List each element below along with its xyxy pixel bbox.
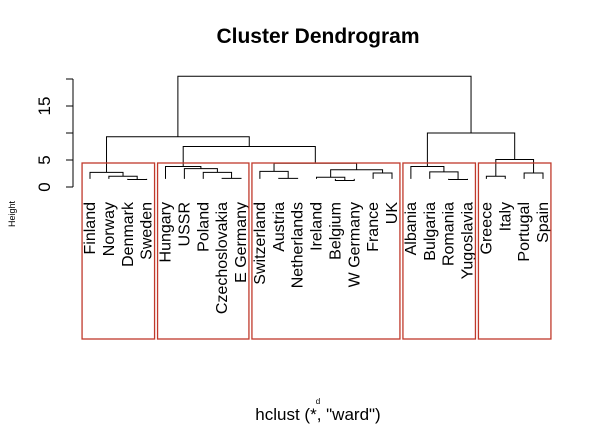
dendrogram-branch xyxy=(426,132,516,167)
y-axis-label: Height xyxy=(7,200,17,227)
leaf-label: Belgium xyxy=(327,202,344,260)
leaf-label: W Germany xyxy=(346,202,363,287)
dendrogram-branch xyxy=(330,169,384,178)
dendrogram-branch xyxy=(89,171,124,179)
leaf-label: Austria xyxy=(271,202,288,252)
leaf-label: Bulgaria xyxy=(422,202,439,261)
leaf-label: Czechoslovakia xyxy=(214,202,231,314)
dendrogram-branch xyxy=(410,165,445,179)
cluster-box xyxy=(251,162,401,340)
cluster-box xyxy=(402,162,477,340)
dendrogram-branch xyxy=(523,172,544,179)
cluster-boxes xyxy=(81,162,552,340)
dendrogram-branch xyxy=(372,172,393,179)
leaf-label: Hungary xyxy=(158,202,175,262)
leaf-label: Poland xyxy=(195,202,212,252)
dendrogram-branch xyxy=(106,136,250,173)
dendrogram-branch xyxy=(259,170,289,179)
dendrogram-branch xyxy=(183,168,218,179)
leaf-label: Italy xyxy=(497,202,514,231)
cluster-box xyxy=(477,162,552,340)
leaf-label: Sweden xyxy=(139,202,156,260)
y-tick-label: 0 xyxy=(35,182,54,191)
x-axis-label-superscript: d xyxy=(316,397,320,406)
leaf-label: Greece xyxy=(478,202,495,255)
leaf-label: Finland xyxy=(82,202,99,254)
dendrogram-branch xyxy=(221,177,242,179)
dendrogram-branch xyxy=(485,175,506,179)
dendrogram-branch xyxy=(278,177,299,179)
leaf-label: Yugoslavia xyxy=(460,202,477,279)
cluster-box xyxy=(156,162,250,340)
leaf-label: Netherlands xyxy=(290,202,307,288)
leaf-label: E Germany xyxy=(233,202,250,283)
cluster-box xyxy=(81,162,156,340)
leaf-label: Denmark xyxy=(120,201,137,267)
leaf-label: Spain xyxy=(535,202,552,243)
chart-title: Cluster Dendrogram xyxy=(216,25,419,48)
leaf-label: USSR xyxy=(176,202,193,246)
leaf-label: Norway xyxy=(101,202,118,256)
leaf-label: Portugal xyxy=(516,202,533,262)
dendrogram-branches xyxy=(89,75,544,182)
dendrogram-branch xyxy=(429,171,459,180)
leaf-label: Switzerland xyxy=(252,202,269,285)
y-tick-label: 15 xyxy=(35,97,54,116)
leaf-label: Albania xyxy=(403,202,420,255)
y-axis: 0 5 15 xyxy=(35,78,74,192)
leaf-label: Ireland xyxy=(309,202,326,251)
dendrogram-branch xyxy=(495,158,535,177)
dendrogram-branch xyxy=(177,75,472,137)
leaf-label: Romania xyxy=(441,202,458,266)
y-tick-label: 5 xyxy=(35,155,54,164)
x-axis-label: hclust (*, "ward") xyxy=(255,405,380,424)
leaf-label: France xyxy=(365,202,382,252)
leaf-label: UK xyxy=(384,202,401,225)
